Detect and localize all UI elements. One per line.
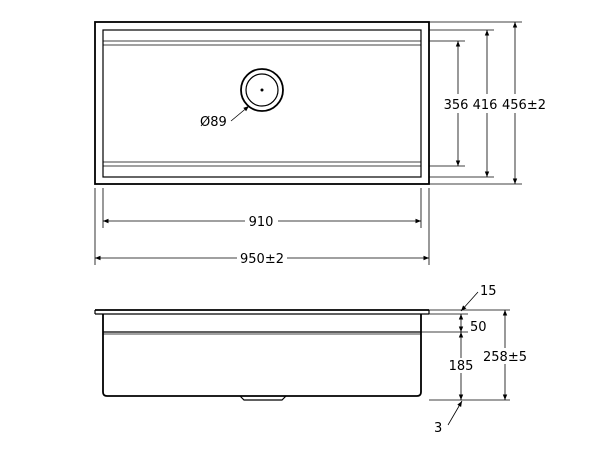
top-view: Ø89 910 950±2 356 416 456±2	[94, 21, 546, 267]
outer-width-label: 950±2	[240, 252, 284, 267]
inner-width-label: 910	[249, 215, 274, 230]
bowl-outline	[102, 314, 422, 397]
drain-bump	[239, 395, 287, 401]
drain-diameter-label: Ø89	[200, 115, 227, 130]
depth-b-label: 416	[473, 98, 498, 113]
drain-leader-line	[230, 105, 250, 122]
rim-thickness-label: 15	[480, 284, 497, 299]
bottom-thickness-label: 3	[434, 421, 442, 436]
drain-center	[260, 88, 264, 92]
side-view: 15 50 185 258±5 3	[94, 284, 527, 436]
outer-rim-outline	[94, 21, 430, 185]
step-height-label: 50	[470, 320, 487, 335]
rim-thickness-leader	[460, 291, 479, 312]
bottom-thickness-leader	[447, 400, 463, 426]
bowl-depth-label: 185	[449, 359, 474, 374]
drain-inner-circle	[245, 73, 279, 107]
drain-outer-circle	[240, 68, 284, 112]
inner-bowl-outline	[102, 29, 422, 178]
overall-height-label: 258±5	[483, 350, 527, 365]
depth-a-label: 356	[444, 98, 469, 113]
depth-c-label: 456±2	[502, 98, 546, 113]
